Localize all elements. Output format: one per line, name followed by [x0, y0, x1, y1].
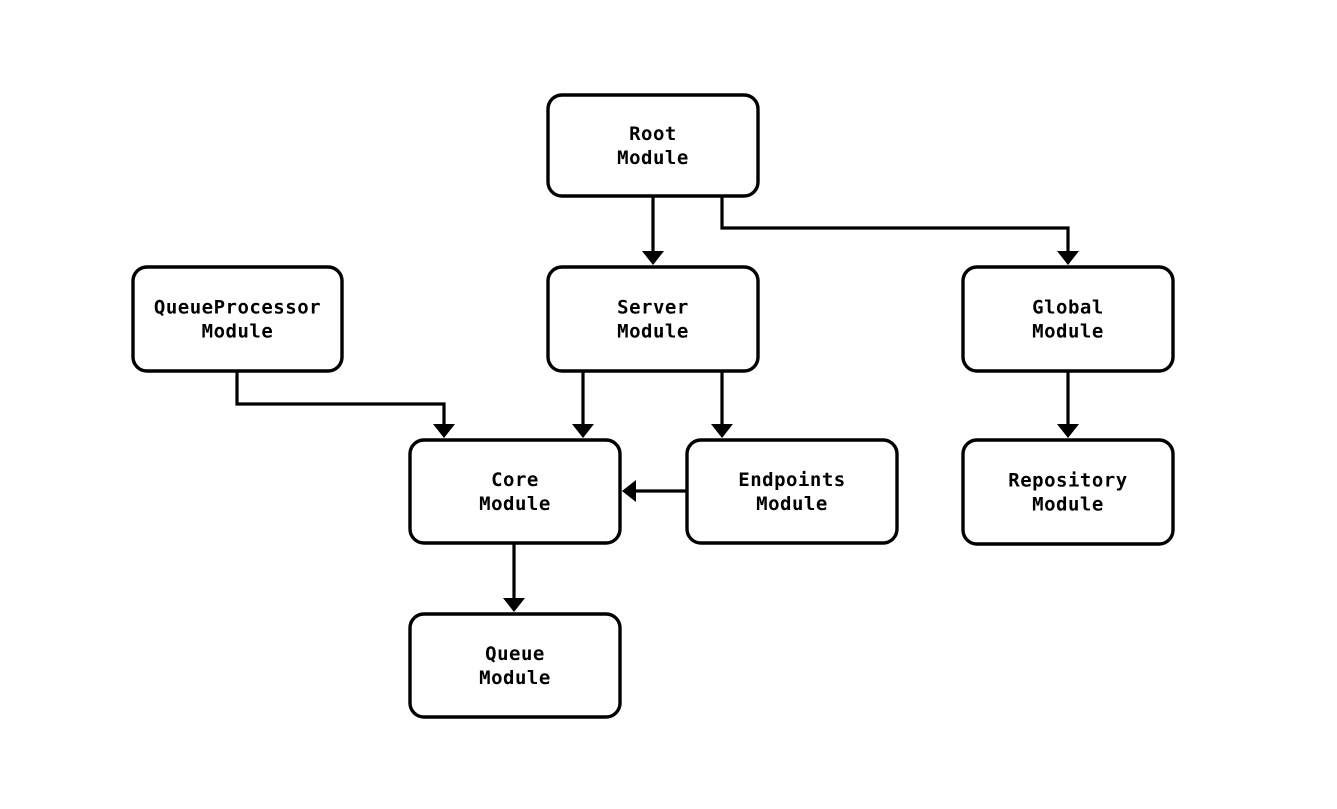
- global-module-box[interactable]: [961, 265, 1175, 373]
- edge-core-to-queue: [503, 543, 525, 612]
- queueprocessor-module-label-line1: QueueProcessor: [154, 297, 321, 319]
- root-module-box[interactable]: [546, 93, 760, 198]
- queueprocessor-module-label-line2: Module: [202, 321, 274, 343]
- edge-server-to-core: [572, 371, 594, 438]
- edge-queueprocessor-to-core-line: [235, 371, 446, 426]
- edge-server-to-endpoints-arrowhead: [711, 424, 733, 438]
- edge-server-to-core-arrowhead: [572, 424, 594, 438]
- endpoints-module-box[interactable]: [685, 438, 899, 545]
- edge-endpoints-to-core-arrowhead: [622, 480, 636, 502]
- core-module-box[interactable]: [408, 438, 622, 545]
- server-module-label-line1: Server: [617, 297, 689, 319]
- edges-layer: [235, 196, 1079, 612]
- edge-root-to-global: [720, 196, 1079, 265]
- endpoints-module-label-line2: Module: [756, 493, 828, 515]
- queue-module-label-line2: Module: [479, 667, 551, 689]
- edge-endpoints-to-core: [622, 480, 687, 502]
- core-module-label-line1: Core: [491, 469, 539, 491]
- global-module-label-line2: Module: [1032, 321, 1104, 343]
- repository-module-label-line2: Module: [1032, 494, 1104, 516]
- root-module-label-line2: Module: [617, 147, 689, 169]
- edge-global-to-repository: [1057, 371, 1079, 438]
- edge-global-to-repository-arrowhead: [1057, 424, 1079, 438]
- server-module-box[interactable]: [546, 265, 760, 373]
- core-module-label-line2: Module: [479, 493, 551, 515]
- edge-root-to-global-arrowhead: [1057, 251, 1079, 265]
- queue-module-label-line1: Queue: [485, 643, 545, 665]
- edge-server-to-endpoints: [711, 371, 733, 438]
- endpoints-module-label-line1: Endpoints: [738, 469, 845, 491]
- edge-queueprocessor-to-core: [235, 371, 455, 438]
- global-module-label-line1: Global: [1032, 297, 1104, 319]
- edge-core-to-queue-arrowhead: [503, 598, 525, 612]
- edge-root-to-server-arrowhead: [642, 251, 664, 265]
- repository-module-box[interactable]: [961, 438, 1175, 546]
- server-module-label-line2: Module: [617, 321, 689, 343]
- edge-queueprocessor-to-core-arrowhead: [433, 424, 455, 438]
- edge-root-to-global-line: [720, 196, 1070, 253]
- queueprocessor-module-box[interactable]: [131, 265, 344, 373]
- nodes-layer: RootModuleQueueProcessorModuleServerModu…: [131, 93, 1175, 719]
- root-module-label-line1: Root: [629, 123, 677, 145]
- edge-root-to-server: [642, 196, 664, 265]
- repository-module-label-line1: Repository: [1008, 470, 1127, 492]
- queue-module-box[interactable]: [408, 612, 622, 719]
